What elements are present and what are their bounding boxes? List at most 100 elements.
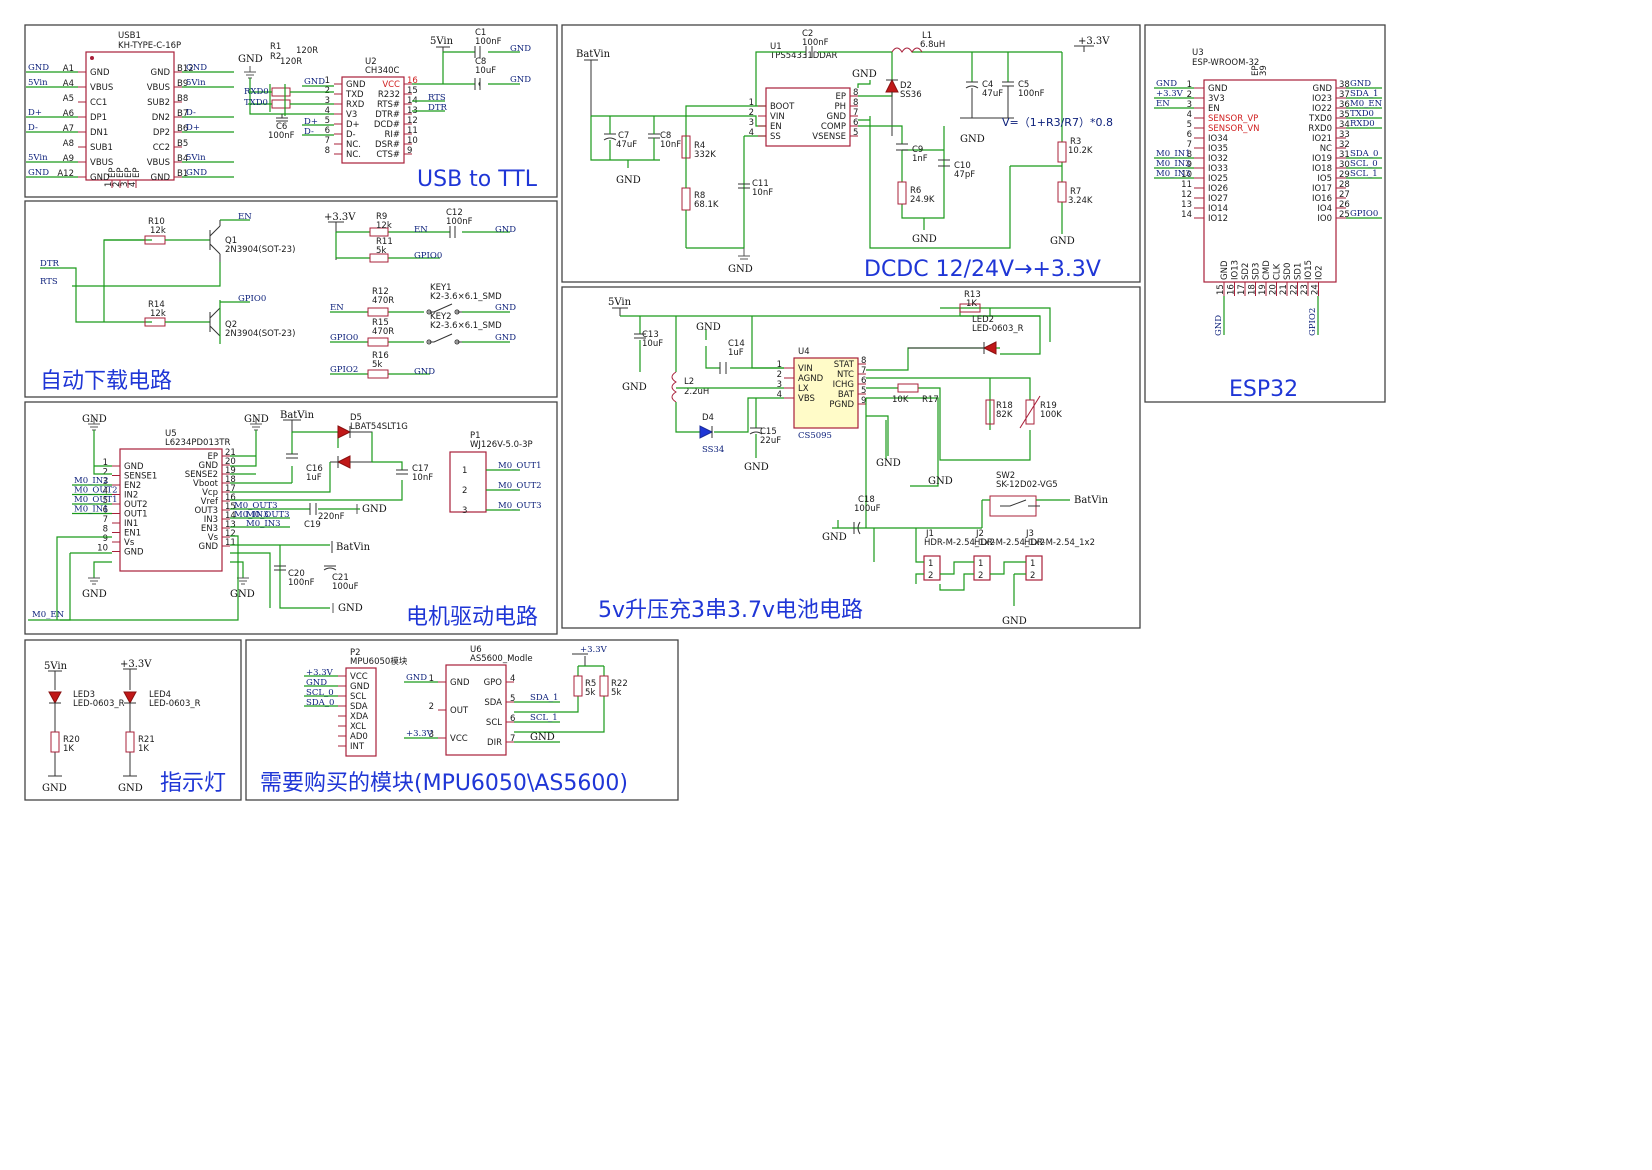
ch340-gnd-label: GND [238, 54, 263, 65]
boost-led2-bar [908, 342, 985, 354]
boost-j3-val: HDR-M-2.54_1x2 [1024, 538, 1095, 548]
boost-stat-wires [866, 307, 1051, 371]
autodl-q1-symbol [209, 220, 221, 262]
dcdc-d2-symbol [885, 78, 899, 93]
frame-motor-driver [24, 401, 558, 635]
motor-p1-pin-3-num: 3 [462, 506, 467, 516]
boost-c15-val: 22uF [760, 436, 781, 446]
boost-j2-val: HDR-M-2.54_1x2 [974, 538, 1045, 548]
frames [24, 24, 1386, 801]
boost-right-1-pin-name: NTC [837, 370, 854, 380]
esp-left-7-pin-num: 8 [1187, 150, 1192, 160]
dcdc-c11-val: 10nF [752, 188, 773, 198]
motor-c19-val: 220nF [318, 512, 345, 522]
usb-right-3-pin-name: DN2 [152, 113, 170, 123]
frame-modules [245, 639, 679, 801]
motor-out3-in3-wires [230, 517, 290, 528]
ch340-c8-val: 10uF [475, 66, 496, 76]
autodl-key1-pin2 [454, 309, 460, 315]
ch340-r2-body [271, 99, 291, 109]
motor-left-3-pin-num: 4 [103, 487, 108, 497]
modules-p2-pins: VCCGNDSCLSDAXDAXCLAD0INT+3.3VGNDSCL_0SDA… [304, 668, 370, 752]
autodl-key-gpio0: GPIO0 [330, 333, 358, 343]
motor-right-6-pin-name: OUT3 [194, 506, 218, 516]
dcdc-right-0-pin-name: EP [836, 92, 847, 102]
boost-r18-body [985, 399, 995, 425]
motor-c20-val: 100nF [288, 578, 315, 588]
modules-u6-body [445, 664, 507, 756]
boost-j3-pin2: 2 [1030, 571, 1035, 581]
modules-u6-right-1-pin-num: 5 [510, 694, 515, 704]
dcdc-r6-gnd: GND [912, 234, 937, 245]
autodl-net-en: EN [238, 212, 252, 222]
boost-c15-symbol [749, 427, 763, 435]
boost-r19-ref: R19 [1040, 401, 1057, 411]
motor-right-2-pin-name: SENSE2 [185, 470, 218, 480]
usb-left-7-pin-name: GND [90, 173, 110, 183]
ch340-right-5-pin-num: 11 [407, 126, 418, 136]
boost-r19-ntc-arrow [1019, 395, 1041, 429]
ch340-net-txd0: TXD0 [244, 98, 268, 108]
modules-p2-net-0-label: +3.3V [306, 668, 334, 678]
modules-u6-right-1-pin-name: SDA [484, 698, 502, 708]
motor-ic-body [119, 448, 223, 572]
motor-net-out3: M0_OUT3 [246, 510, 290, 520]
boost-r13-val: 1K [966, 299, 977, 309]
dcdc-c8-ref: C8 [660, 131, 671, 141]
esp-left-9-net-label: M0_IN3 [1156, 169, 1191, 179]
esp-right-8-pin-num: 30 [1339, 160, 1350, 170]
usb-right-6-net-label: 5Vin [186, 153, 206, 163]
indicator-r21-body [125, 731, 135, 753]
motor-right-1-pin-num: 20 [225, 457, 236, 467]
indicator-gnd2: GND [118, 783, 143, 794]
modules-pullup-wires [514, 665, 605, 733]
usb-left-5-pin-name: SUB1 [90, 143, 113, 153]
esp-left-6-pin-name: IO35 [1208, 144, 1228, 154]
boost-r19-body [1025, 399, 1035, 425]
dcdc-ss-gnd: GND [728, 264, 753, 275]
motor-c19-gnd: GND [362, 504, 387, 515]
motor-left-5-pin-num: 6 [103, 506, 108, 516]
ch340-vin-label: 5Vin [430, 36, 454, 47]
section-title-boost: 5v升压充3串3.7v电池电路 [598, 598, 863, 623]
autodl-c12-val: 100nF [446, 217, 473, 227]
motor-right-8-pin-num: 13 [225, 520, 236, 530]
esp-left-2-net-label: EN [1156, 99, 1170, 109]
esp-left-8-net-label: M0_IN2 [1156, 159, 1191, 169]
usb-right-3-net-label: D- [186, 108, 196, 118]
usb-right-6-pin-num: B4 [177, 154, 188, 164]
indicator-r20-ref: R20 [63, 735, 80, 745]
boost-j1-pin1: 1 [928, 559, 933, 569]
motor-left-0-pin-num: 1 [103, 458, 108, 468]
mod-u6-2-pin-name: VCC [450, 734, 468, 744]
boost-c14-wires [705, 330, 784, 369]
ch340-left-1-pin-num: 2 [325, 86, 330, 96]
dcdc-r4-ref: R4 [694, 141, 705, 151]
motor-vs-gnd: GND [338, 603, 363, 614]
ch340-left-5-pin-name: D- [346, 130, 356, 140]
modules-p2-ref: P2 [350, 648, 361, 658]
esp-left-8-pin-name: IO33 [1208, 164, 1228, 174]
motor-left-8-pin-num: 9 [103, 534, 108, 544]
indicator-33v: +3.3V [120, 659, 152, 670]
motor-c19-symbol [309, 503, 317, 515]
esp-left-1-net-label: +3.3V [1156, 89, 1184, 99]
esp-bottom-4-pin-num: 19 [1258, 284, 1268, 295]
boost-right-2-pin-num: 6 [861, 376, 866, 386]
boost-left-1-pin-name: AGND [798, 374, 824, 384]
modules-p2-body [345, 667, 377, 757]
boost-5v-bar [612, 307, 628, 316]
motor-right-5-pin-name: Vref [201, 497, 219, 507]
boost-j2-body [973, 555, 991, 581]
autodl-key1-ref: KEY1 [430, 283, 452, 293]
autodl-key2-pin2 [454, 339, 460, 345]
esp-left-1-pin-num: 2 [1187, 90, 1192, 100]
boost-c15-ref: C15 [760, 427, 777, 437]
ch340-net-gnd: GND [304, 77, 325, 87]
motor-right-2-pin-num: 19 [225, 466, 236, 476]
esp-right-3-net-label: TXD0 [1350, 109, 1374, 119]
esp-right-9-pin-num: 29 [1339, 170, 1350, 180]
